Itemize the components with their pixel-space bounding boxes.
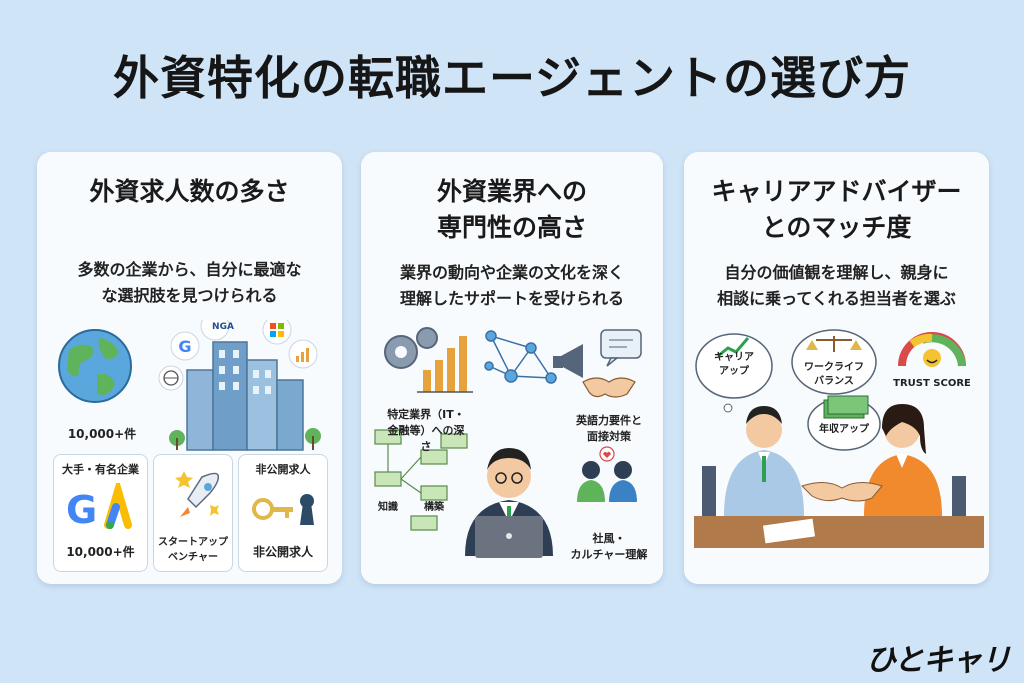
english-requirement-line2: 面接対策 bbox=[587, 430, 631, 443]
nga-badge-icon bbox=[200, 320, 230, 341]
svg-text:G: G bbox=[178, 337, 191, 356]
advisor-person-icon bbox=[465, 448, 553, 558]
card-description-line2: 理解したサポートを受けられる bbox=[399, 289, 624, 308]
network-build-label: 構築 bbox=[424, 502, 444, 513]
microsoft-logo-icon bbox=[262, 320, 292, 345]
culture-label-line2: カルチャー理解 bbox=[570, 548, 648, 561]
card-heading: 外資求人数の多さ bbox=[89, 177, 290, 206]
work-life-balance-bubble-icon bbox=[791, 329, 877, 395]
speech-bubble-icon bbox=[600, 329, 642, 367]
desk-icon bbox=[694, 516, 984, 548]
private-jobs-title: 非公開求人 bbox=[255, 463, 311, 476]
nga-label: NGA bbox=[212, 322, 234, 332]
career-up-line2: アップ bbox=[719, 366, 749, 377]
english-requirement-line1: 英語力要件と bbox=[576, 414, 642, 427]
chart-badge-icon bbox=[288, 339, 318, 369]
flowchart-icon bbox=[374, 429, 468, 531]
job-count-label: 10,000+件 bbox=[67, 427, 137, 441]
globe-city-illustration: G bbox=[58, 320, 321, 451]
card-heading-line2: とのマッチ度 bbox=[761, 213, 912, 242]
advisor-man-icon bbox=[702, 406, 804, 516]
web-globe-badge-icon bbox=[158, 365, 184, 391]
major-companies-label: 大手・有名企業 bbox=[62, 463, 139, 476]
work-life-balance-line2: バランス bbox=[814, 376, 854, 387]
card-heading-line1: 外資業界への bbox=[436, 177, 587, 206]
startup-label-line2: ベンチャー bbox=[168, 552, 218, 563]
major-companies-count: 10,000+件 bbox=[66, 545, 135, 559]
salary-up-bubble-icon bbox=[807, 395, 881, 451]
team-people-icon bbox=[577, 446, 637, 502]
card-description-line1: 多数の企業から、自分に最適な bbox=[77, 260, 302, 279]
network-icon bbox=[484, 330, 557, 384]
card-description-line2: 相談に乗ってくれる担当者を選ぶ bbox=[717, 289, 956, 308]
handshake-icon bbox=[582, 377, 636, 398]
work-life-balance-line1: ワークライフ bbox=[804, 362, 864, 373]
expertise-illustration bbox=[374, 327, 642, 558]
trust-score-gauge-icon bbox=[898, 332, 966, 367]
industry-depth-line2: 金融等）への深さ bbox=[387, 424, 465, 453]
startup-label-line1: スタートアップ bbox=[158, 537, 228, 548]
career-up-line1: キャリア bbox=[714, 352, 754, 363]
industry-depth-line1: 特定業界（IT・ bbox=[387, 408, 465, 421]
card-advisor-match: キャリアアドバイザー とのマッチ度 自分の価値観を理解し、親身に 相談に乗ってく… bbox=[684, 152, 989, 584]
rocket-icon bbox=[175, 471, 220, 517]
card-description-line2: な選択肢を見つけられる bbox=[101, 286, 278, 305]
salary-up-label: 年収アップ bbox=[819, 424, 869, 435]
brand-logo: ひとキャリ bbox=[865, 643, 1011, 678]
megaphone-icon bbox=[553, 344, 583, 378]
advisor-meeting-illustration bbox=[694, 329, 984, 548]
card-expertise: 外資業界への 専門性の高さ 業界の動向や企業の文化を深く 理解したサポートを受け… bbox=[361, 152, 663, 584]
handshake-icon bbox=[801, 482, 883, 502]
knowledge-label: 知識 bbox=[378, 502, 398, 513]
gear-chart-icon bbox=[384, 327, 473, 393]
private-jobs-caption: 非公開求人 bbox=[252, 545, 313, 559]
google-ads-logo-icon: G bbox=[66, 483, 132, 532]
document-icon bbox=[762, 518, 816, 544]
card-description-line1: 業界の動向や企業の文化を深く bbox=[399, 263, 624, 282]
client-woman-icon bbox=[864, 404, 966, 516]
startup-box: スタートアップ ベンチャー bbox=[153, 454, 233, 572]
key-lock-icon bbox=[252, 494, 314, 525]
card-description-line1: 自分の価値観を理解し、親身に bbox=[724, 263, 949, 282]
page-title: 外資特化の転職エージェントの選び方 bbox=[112, 51, 912, 105]
private-jobs-box: 非公開求人 非公開求人 bbox=[238, 454, 328, 572]
trust-score-label: TRUST SCORE bbox=[893, 378, 971, 389]
culture-label-line1: 社風・ bbox=[592, 532, 626, 545]
google-logo-icon: G bbox=[170, 331, 200, 361]
major-companies-box: 大手・有名企業 G 10,000+件 bbox=[53, 454, 148, 572]
career-up-bubble-icon bbox=[695, 333, 773, 413]
svg-text:G: G bbox=[66, 488, 97, 532]
globe-icon bbox=[58, 329, 132, 403]
card-heading-line2: 専門性の高さ bbox=[436, 213, 587, 242]
card-job-count: 外資求人数の多さ 多数の企業から、自分に最適な な選択肢を見つけられる bbox=[37, 152, 342, 584]
card-heading-line1: キャリアアドバイザー bbox=[711, 177, 962, 206]
city-buildings-icon bbox=[169, 341, 321, 451]
